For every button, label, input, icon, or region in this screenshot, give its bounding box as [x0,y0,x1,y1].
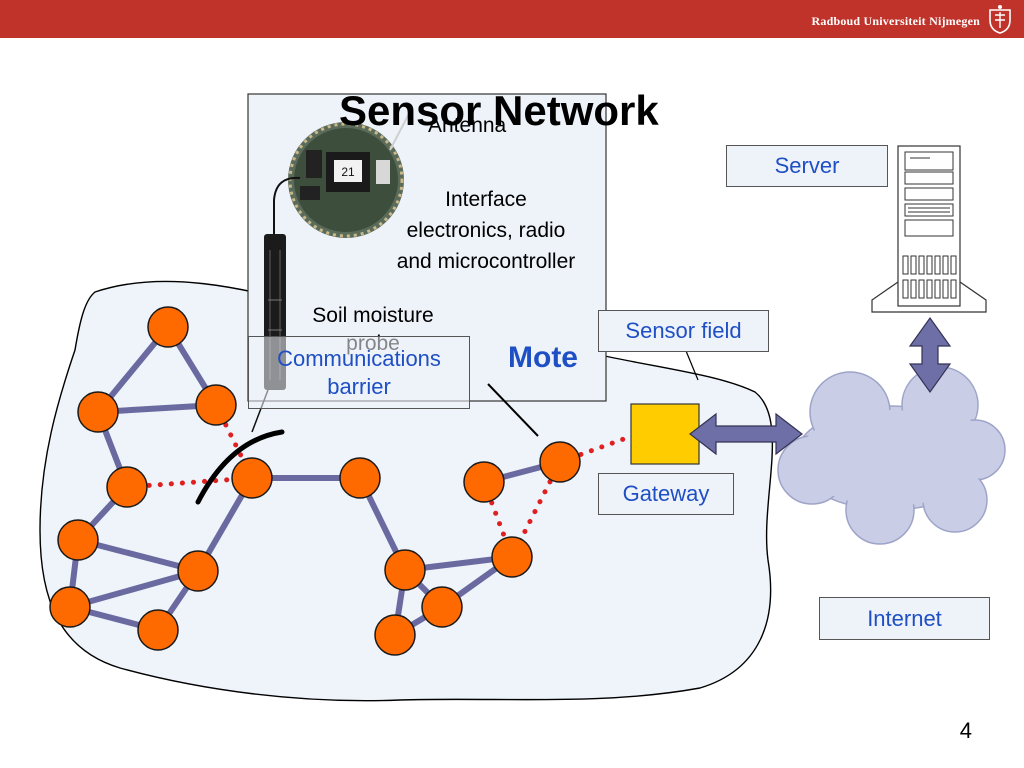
sensor-node [177,550,219,592]
sensor-node [147,306,189,348]
sensor-nodes [49,306,581,656]
server-internet-arrow [908,316,952,394]
sensor-node [421,586,463,628]
communications-barrier-line [195,429,285,505]
sensor-node [49,586,91,628]
interface-label-line3: and microcontroller [396,250,576,273]
probe-label-line1: Soil moisture [312,304,434,327]
sensor-node [339,457,381,499]
link [67,568,201,610]
university-crest-icon [989,5,1011,34]
sensor-node [57,519,99,561]
sensor-node [384,549,426,591]
server-label: Server [726,145,888,187]
sensor-node [195,384,237,426]
interface-label-line2: electronics, radio [406,219,566,242]
gateway-box [630,403,700,465]
sensor-node [374,614,416,656]
communications-barrier-label: Communications barrier [248,336,470,409]
mote-pointer-line [487,383,539,437]
server-tower-icon [871,145,987,313]
sensor-node [491,536,533,578]
university-brand: Radboud Universiteit Nijmegen [811,14,980,28]
sensor-node [137,609,179,651]
interface-label-line1: Interface [445,188,527,211]
internet-cloud [777,366,1006,545]
sensor-node [231,457,273,499]
gateway-label: Gateway [598,473,734,515]
sensor-node [539,441,581,483]
sensor-field-label: Sensor field [598,310,769,352]
mote-label: Mote [508,341,578,374]
page-number: 4 [959,718,972,743]
slide-title: Sensor Network [339,87,659,134]
gateway-internet-arrow [689,412,803,456]
sensor-node [463,461,505,503]
mote-board-photo: 21 [288,107,413,238]
radio-link [124,475,255,490]
antenna-label: Antenna [428,114,507,137]
mote-board-id: 21 [341,165,355,179]
interface-label: Interface electronics, radio and microco… [372,184,600,277]
header-bar: Radboud Universiteit Nijmegen [0,0,1024,38]
sensor-node [106,466,148,508]
internet-label: Internet [819,597,990,640]
sensor-node [77,391,119,433]
